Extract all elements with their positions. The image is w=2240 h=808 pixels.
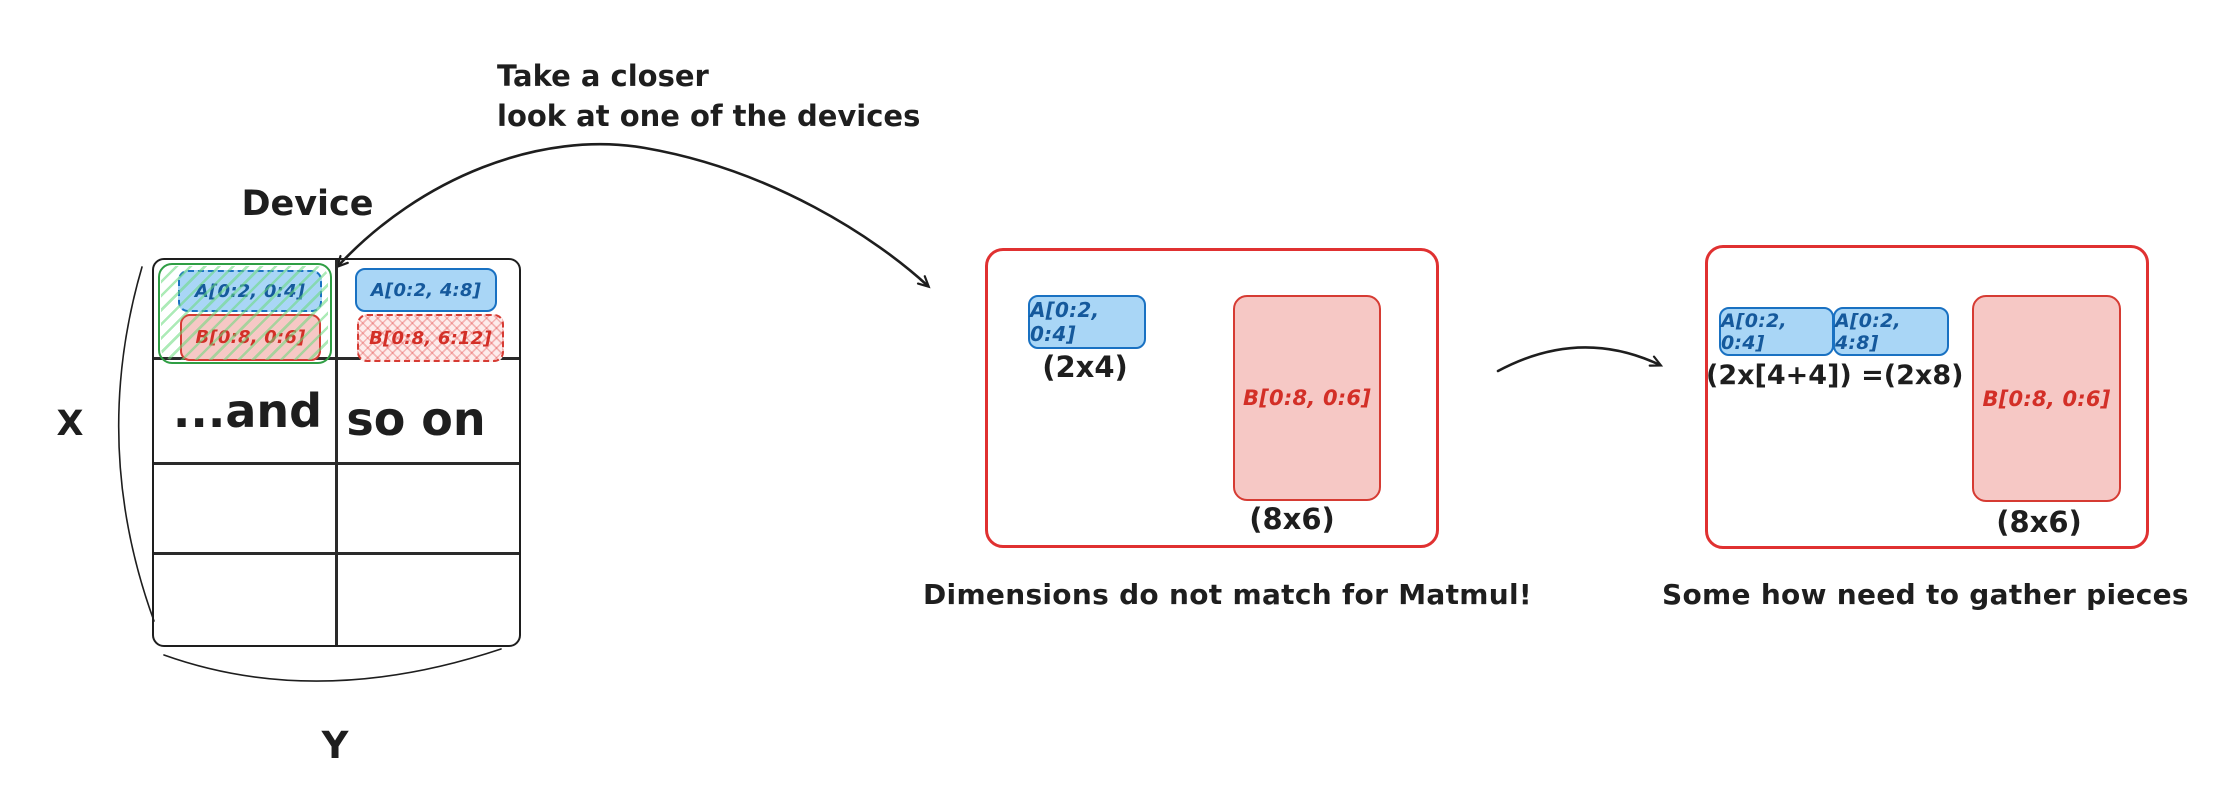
tensor-chip-b-cell01: B[0:8, 6:12] <box>357 314 504 362</box>
focused-device-highlight <box>158 263 332 364</box>
gathered-tensor-a1: A[0:2, 0:4] <box>1719 307 1834 356</box>
gathered-b-shape: (8x6) <box>1996 505 2082 539</box>
detail-tensor-b: B[0:8, 0:6] <box>1233 295 1381 501</box>
gathered-caption: Some how need to gather pieces <box>1662 578 2189 611</box>
gathered-a-shape: (2x[4+4]) =(2x8) <box>1706 360 1964 391</box>
annotation-text: Take a closer look at one of the devices <box>497 56 920 136</box>
grid-continuation-left: ...and <box>172 384 323 438</box>
grid-column-divider <box>335 260 338 645</box>
grid-row-divider <box>154 357 519 360</box>
detail-a-shape: (2x4) <box>1042 350 1128 384</box>
device-grid-title: Device <box>241 184 374 224</box>
tensor-chip-a-cell01: A[0:2, 4:8] <box>355 268 497 312</box>
y-axis-brace <box>163 648 502 682</box>
detail-tensor-a: A[0:2, 0:4] <box>1028 295 1146 349</box>
gather-arrow <box>1496 346 1664 373</box>
detail-b-shape: (8x6) <box>1249 502 1335 536</box>
y-axis-label: Y <box>321 724 349 767</box>
tensor-chip-b-cell00: B[0:8, 0:6] <box>180 314 321 361</box>
grid-row-divider <box>154 552 519 555</box>
detail-caption: Dimensions do not match for Matmul! <box>923 578 1532 611</box>
gathered-tensor-b: B[0:8, 0:6] <box>1972 295 2121 502</box>
grid-row-divider <box>154 462 519 465</box>
gathered-tensor-a2: A[0:2, 4:8] <box>1833 307 1949 356</box>
x-axis-label: X <box>56 404 84 444</box>
device-grid <box>152 258 521 647</box>
x-axis-brace <box>117 266 155 622</box>
tensor-chip-a-cell00: A[0:2, 0:4] <box>178 270 322 312</box>
annotation-line-1: Take a closer <box>497 59 709 93</box>
grid-continuation-right: so on <box>346 392 486 446</box>
annotation-line-2: look at one of the devices <box>497 99 921 133</box>
